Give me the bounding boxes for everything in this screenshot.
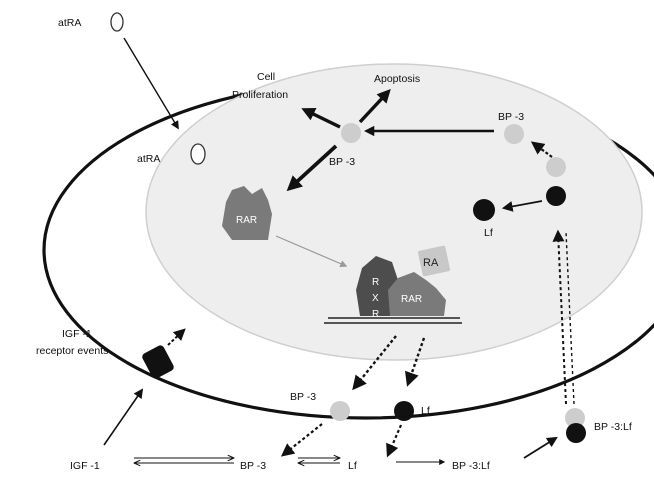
atra-outside-label: atRA: [58, 17, 81, 29]
ra-ligand-shape: [417, 245, 451, 277]
bp3lf-complex-bp3-icon: [565, 408, 585, 428]
arrow-igf-to-receptor: [103, 388, 144, 446]
dotted-arrow-dissociate: [530, 141, 553, 158]
rxr-shape: [356, 256, 398, 316]
cell-proliferation-label-1: Cell: [257, 71, 275, 83]
arrow-to-rar: [286, 144, 338, 192]
dotted-arrow-transcribe-bp3: [352, 335, 397, 391]
arrow-to-lf: [501, 200, 543, 212]
atra-entry-arrow: [123, 37, 179, 130]
dotted-arrow-transcribe-lf: [404, 337, 426, 387]
bp3-center-label: BP -3: [329, 156, 355, 168]
arrow-to-apoptosis: [358, 89, 391, 124]
ra-label: RA: [423, 257, 439, 269]
lf-lower-icon: [394, 401, 414, 421]
apoptosis-label: Apoptosis: [374, 73, 420, 85]
atra-outside-icon: [110, 12, 124, 32]
atra-inside-label: atRA: [137, 153, 160, 165]
bp3-bottom-label: BP -3: [240, 460, 266, 472]
lf-right-complex-icon: [546, 186, 566, 206]
arrow-rar-to-nucleus-complex: [275, 235, 348, 268]
bp3-lower-label: BP -3: [290, 391, 316, 403]
arrow-to-proliferation: [301, 108, 341, 129]
bp3-lower-icon: [330, 401, 350, 421]
bp3lf-right-label: BP -3:Lf: [594, 421, 632, 433]
igf-receptor-icon: [142, 345, 174, 379]
bp3-top-right-label: BP -3: [498, 111, 524, 123]
rxr-letter-r2: R: [372, 309, 379, 320]
rar-bound-shape: [388, 272, 446, 316]
dotted-arrow-secrete-bp3: [280, 423, 323, 457]
lf-bottom-label: Lf: [348, 460, 357, 472]
rar-bound-label: RAR: [401, 294, 422, 305]
dotted-arrow-uptake-left: [552, 229, 567, 405]
bp3-top-right-icon: [504, 124, 524, 144]
rxr-letter-x: X: [372, 293, 379, 304]
igf1-bottom-label: IGF -1: [70, 460, 100, 472]
bp3lf-bottom-label: BP -3:Lf: [452, 460, 490, 472]
lf-right-label: Lf: [484, 227, 493, 239]
rxr-letter-r1: R: [372, 277, 379, 288]
dotted-arrow-uptake-right: [565, 231, 575, 405]
dotted-arrow-receptor-events: [167, 328, 186, 346]
lf-lower-label: Lf: [421, 405, 430, 417]
dotted-arrow-secrete-lf: [386, 424, 403, 458]
rar-free-label: RAR: [236, 215, 257, 226]
bp3-right-icon: [546, 157, 566, 177]
rar-free-shape: [222, 186, 272, 240]
atra-inside-icon: [190, 143, 206, 165]
bp3lf-complex-lf-icon: [566, 423, 586, 443]
arrow-complex-to-cell: [523, 436, 558, 459]
bp3-center-icon: [341, 123, 361, 143]
cell-proliferation-label-2: Proliferation: [232, 89, 288, 101]
igf-receptor-label-2: receptor events: [36, 345, 108, 357]
lf-right-icon: [473, 199, 495, 221]
igf-receptor-label-1: IGF -1: [62, 328, 92, 340]
